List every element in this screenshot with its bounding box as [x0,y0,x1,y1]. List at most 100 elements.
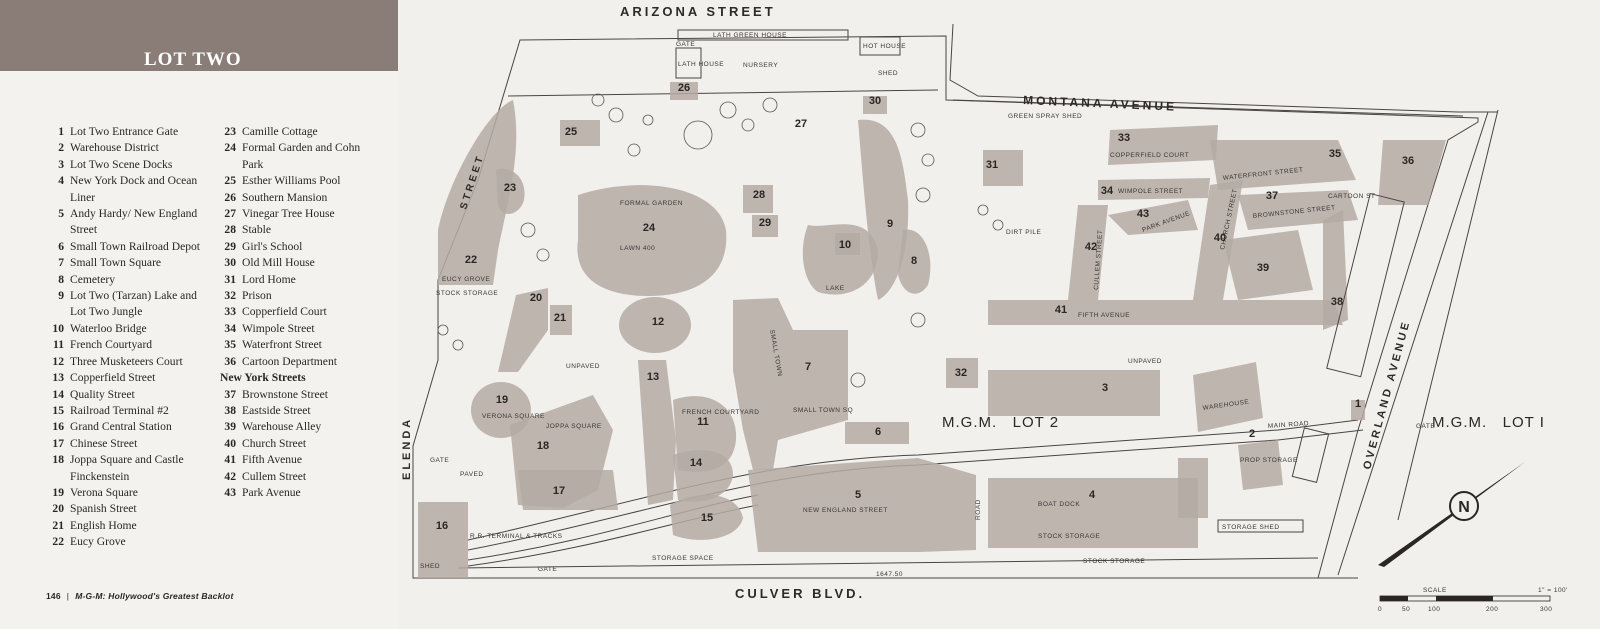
map-marker-43: 43 [1137,208,1149,220]
legend-number: 18 [52,453,64,467]
legend-label: Camille Cottage [242,125,318,138]
gate-west-label: GATE [430,457,449,464]
legend-number: 1 [58,125,64,138]
legend-number: 26 [224,190,236,204]
legend-label: Quality Street [70,387,135,401]
legend-label: Southern Mansion [242,190,328,204]
area-wimpole-street [1098,178,1210,200]
tree [910,122,926,138]
legend-label: Prison [242,289,272,303]
legend-label: Cemetery [70,272,116,286]
compass-north-letter: N [1458,499,1470,516]
shed-south-label: SHED [420,563,440,570]
legend-number: 9 [58,289,64,303]
area-park-avenue [1108,200,1198,235]
map-marker-8: 8 [911,255,917,267]
tree [627,143,641,157]
unpaved-east-label: UNPAVED [1128,358,1162,365]
stock-storage-south-label: STOCK STORAGE [1038,533,1100,540]
legend-label: Warehouse District [70,141,159,155]
map-marker-21: 21 [554,312,566,324]
legend-number: 38 [224,403,236,417]
legend-label: New York Dock and Ocean Liner [70,174,198,204]
legend-item: 9 Lot Two (Tarzan) Lake and Lot Two Jungl… [42,288,214,321]
compass-ring [1449,491,1479,521]
legend-number: 31 [224,272,236,286]
overland-edge-2 [1337,111,1489,576]
title-bar: LOT TWO [0,0,398,71]
trees [437,93,1004,388]
cartoon-st-label: CARTOON ST [1328,193,1375,200]
legend-number: 16 [52,420,64,434]
area-stable [743,185,773,213]
scale-bar-seg-2 [1436,596,1493,601]
legend-number: 25 [224,174,236,188]
legend-label: Formal Garden and Cohn Park [242,141,361,171]
map-marker-16: 16 [436,520,448,532]
area-jungle [858,119,909,300]
legend-number: 35 [224,338,236,352]
legend-label: Chinese Street [70,436,138,450]
legend-label: Joppa Square and Castle Finckenstein [70,453,184,483]
compass-needle [1378,462,1525,567]
small-town-sq-label: SMALL TOWN SQ [793,407,853,414]
legend-label: Wimpole Street [242,321,315,335]
area-eastside-street [1323,210,1348,330]
paved-label: PAVED [460,471,484,478]
montana-avenue-label: MONTANA AVENUE [1023,93,1177,114]
legend-number: 15 [52,403,64,417]
gate-east-label: GATE [1416,423,1435,430]
scale-tick-50: 50 [1402,606,1410,613]
lot-1-label: M.G.M. LOT I [1432,414,1545,431]
rr-terminal-label: R.R. TERMINAL & TRACKS [470,533,563,540]
map-marker-13: 13 [647,371,659,383]
area-english-home [550,305,572,335]
tree [591,93,605,107]
legend-label: Waterloo Bridge [70,321,147,335]
legend-label: Lot Two Entrance Gate [70,125,179,138]
page-title: LOT TWO [144,49,242,70]
legend-number: 32 [224,289,236,303]
map-marker-17: 17 [553,485,565,497]
lath-green-house-label: LATH GREEN HOUSE [713,32,787,39]
map-marker-23: 23 [504,182,516,194]
gate-top-label: GATE [676,41,695,48]
area-grand-central [418,502,468,578]
legend-label: Vinegar Tree House [242,207,335,221]
legend-number: 12 [52,354,64,368]
lot-map: ARIZONA STREET MONTANA AVENUE CULVER BLV… [398,0,1600,629]
tree [915,187,931,203]
legend-number: 4 [58,174,64,188]
legend-number: 6 [58,239,64,253]
legend-label: Lord Home [242,272,296,286]
map-marker-41: 41 [1055,304,1067,316]
nursery-edge [507,89,939,97]
tree [762,97,778,113]
hot-house-label: HOT HOUSE [863,43,906,50]
map-marker-31: 31 [986,159,998,171]
legend-label: Lot Two (Tarzan) Lake and Lot Two Jungle [70,289,197,319]
overland-edge-1 [1397,109,1499,521]
tree [437,324,449,336]
formal-garden-label: FORMAL GARDEN [620,200,683,207]
area-three-musketeers [619,297,691,353]
french-courtyard-label: FRENCH COURTYARD [682,409,759,416]
storage-shed-shape [1217,519,1304,533]
